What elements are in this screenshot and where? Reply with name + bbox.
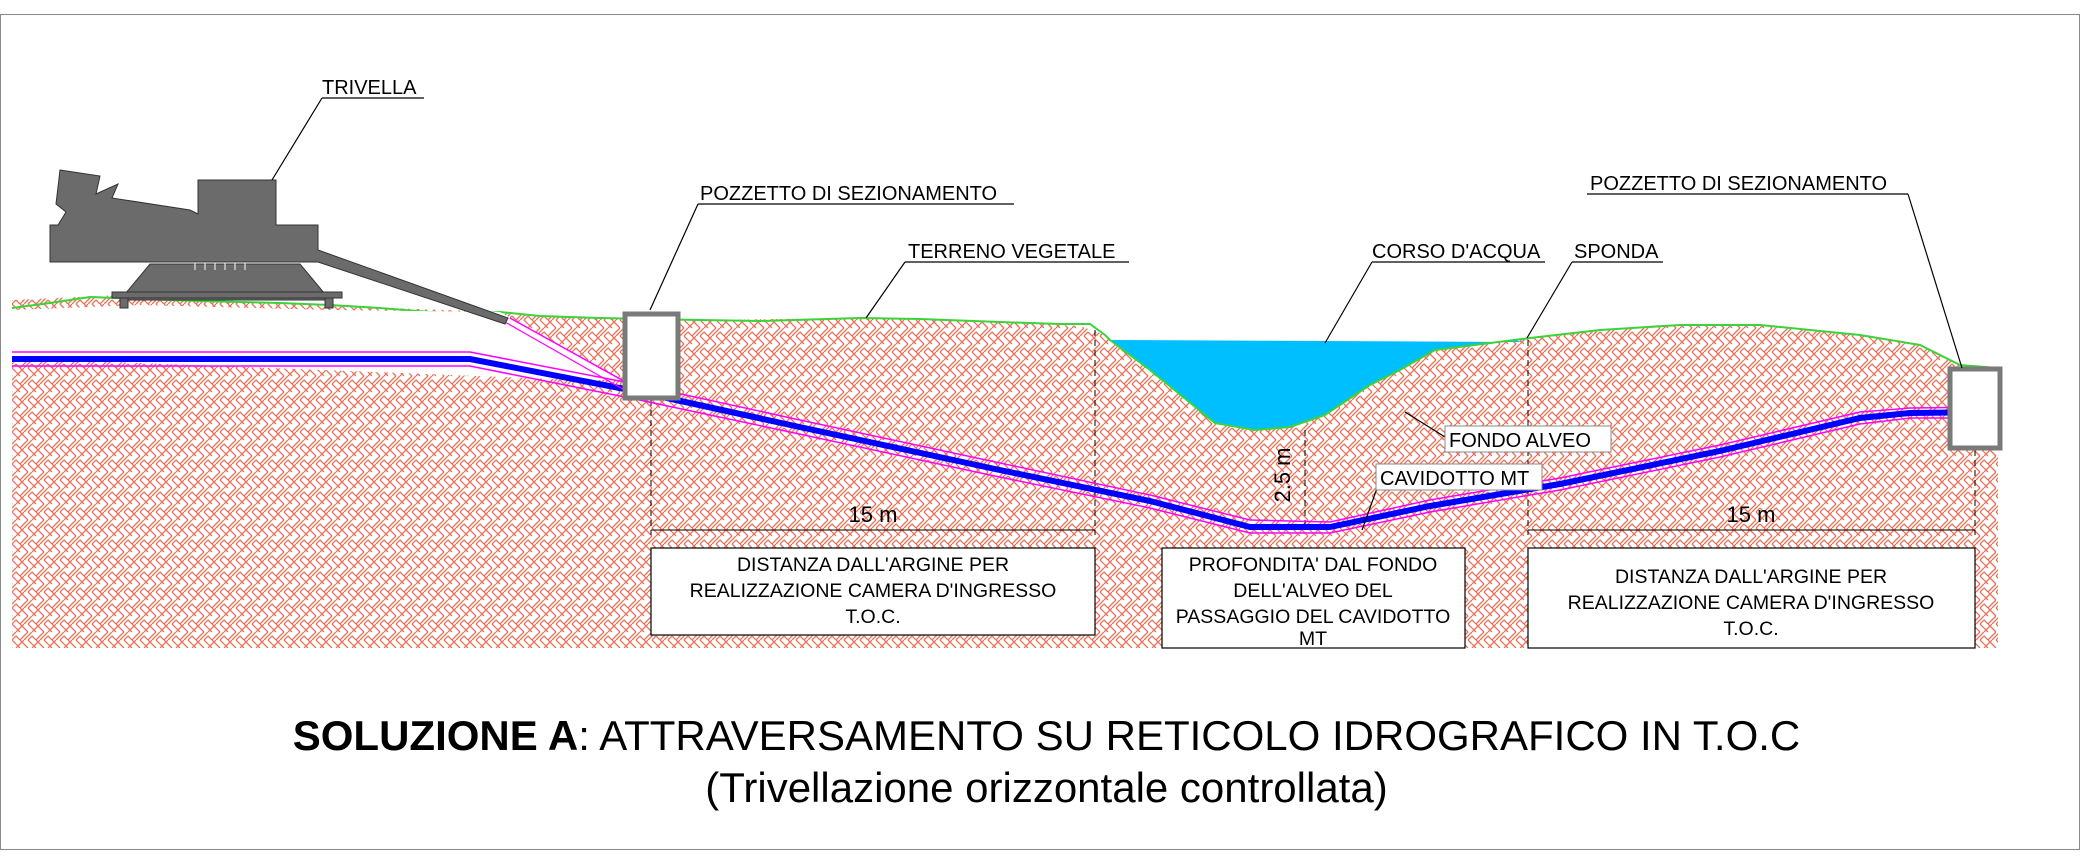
label-fondo-alveo: FONDO ALVEO [1449,430,1591,452]
drill-entry-path-2 [504,321,636,397]
water-body [1110,340,1522,430]
cable-sleeve-bottom [12,365,1998,534]
dimension-guides [650,330,1976,535]
dim-right-15m: 15 m [1727,502,1776,527]
label-pozzetto-left: POZZETTO DI SEZIONAMENTO [700,183,997,205]
fondo-alveo-box [1444,425,1612,453]
title-block: SOLUZIONE A: ATTRAVERSAMENTO SU RETICOLO… [0,710,2093,814]
pozzetto-left [622,311,681,401]
title-main: SOLUZIONE A: ATTRAVERSAMENTO SU RETICOLO… [0,710,2093,762]
label-terreno-vegetale: TERRENO VEGETALE [908,241,1115,263]
trivella-track-lines [194,263,246,270]
drill-entry-path [509,317,641,391]
box-center-line2: DELL'ALVEO DEL [1233,580,1393,602]
box-left-distanza [650,547,1096,636]
label-pozzetto-right: POZZETTO DI SEZIONAMENTO [1590,173,1887,195]
dimension-lines [651,430,1975,531]
ground-surface-line [11,295,1999,432]
box-right-line1: DISTANZA DALL'ARGINE PER [1615,566,1887,588]
box-center-line1: PROFONDITA' DAL FONDO [1189,554,1438,576]
box-center-line4: MT [1299,628,1327,650]
box-left-line1: DISTANZA DALL'ARGINE PER [737,554,1009,576]
box-right-line2: REALIZZAZIONE CAMERA D'INGRESSO [1568,592,1935,614]
box-center-profondita [1161,547,1466,649]
box-left-line3: T.O.C. [845,606,900,628]
box-center-line3: PASSAGGIO DEL CAVIDOTTO [1176,606,1451,628]
title-bold: SOLUZIONE A [292,712,579,759]
label-trivella: TRIVELLA [322,77,417,99]
label-cavidotto-mt: CAVIDOTTO MT [1380,468,1529,490]
dim-depth-2-5m: 2.5 m [1270,447,1295,502]
leader-lines [271,97,1963,531]
pozzetto-right [1947,366,2003,451]
title-subtitle: (Trivellazione orizzontale controllata) [705,764,1388,811]
box-left-line2: REALIZZAZIONE CAMERA D'INGRESSO [690,580,1057,602]
label-sponda: SPONDA [1574,241,1659,263]
cavidotto-mt-box [1375,463,1543,491]
label-corso-acqua: CORSO D'ACQUA [1372,241,1541,263]
title-rest: : ATTRAVERSAMENTO SU RETICOLO IDROGRAFIC… [578,712,1801,759]
box-right-line3: T.O.C. [1723,618,1778,640]
trivella-drill-rig [49,169,509,325]
dim-left-15m: 15 m [849,502,898,527]
box-right-distanza [1527,547,1976,649]
